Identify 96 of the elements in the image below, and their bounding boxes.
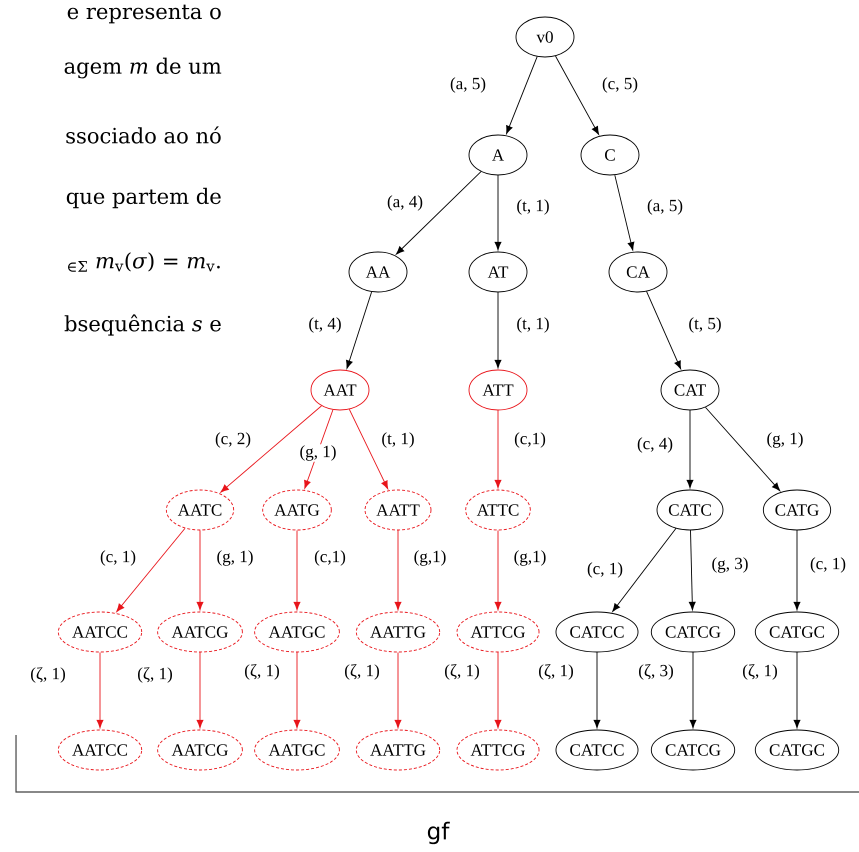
ellipse-node: CATG — [762, 490, 832, 530]
ellipse-node: CATC — [656, 490, 724, 530]
edge-label: (g, 3) — [710, 556, 750, 574]
ellipse-node: CA — [608, 252, 668, 292]
arrow — [494, 292, 502, 368]
arrow — [646, 291, 682, 370]
arrow — [394, 530, 402, 610]
edge-label: (g, 1) — [298, 444, 338, 462]
paragraph-text: que partem de — [66, 188, 221, 208]
ellipse-node: AATTG — [356, 612, 440, 652]
axis-label: gf — [428, 822, 450, 844]
edge-label: (g,1) — [512, 549, 548, 567]
ellipse-node: ATTC — [465, 490, 531, 530]
arrow — [294, 530, 300, 610]
edge-label: (c, 1) — [809, 556, 848, 574]
arrow — [794, 530, 800, 610]
arrow — [690, 652, 696, 728]
paragraph-text: $_{∈Σ}$ m$_{v}$(σ) = m$_{v}$. — [68, 252, 220, 272]
edge-label: (g, 1) — [766, 431, 804, 449]
arrow — [494, 530, 502, 610]
edge-label: (ζ, 1) — [443, 663, 481, 681]
arrow — [220, 405, 322, 492]
ellipse-node: AATG — [262, 490, 332, 530]
edge-label: (ζ, 1) — [741, 663, 779, 681]
edge-label: (a, 5) — [449, 76, 488, 94]
paragraph-text: e representa o — [68, 4, 221, 24]
arrow — [555, 56, 600, 135]
arrow — [794, 652, 800, 728]
arrow — [396, 171, 482, 255]
ellipse-node: AATCG — [157, 612, 243, 652]
ellipse-node: ATTCG — [456, 612, 540, 652]
edge-label: (c, 1) — [586, 561, 624, 579]
edge-label: (ζ, 1) — [136, 666, 174, 684]
arrow — [196, 652, 204, 728]
arrow — [494, 652, 502, 728]
edge-label: (t, 1) — [380, 431, 416, 449]
edge-label: (ζ, 3) — [637, 663, 675, 681]
ellipse-node: CATGC — [754, 612, 840, 652]
edge-label: (g,1) — [412, 549, 448, 567]
edge-label: (t, 1) — [515, 198, 551, 216]
edge-label: (c,1) — [513, 431, 547, 449]
ellipse-node: C — [580, 134, 640, 176]
edge-label: (ζ, 1) — [29, 666, 67, 684]
edge-label: (t, 4) — [307, 316, 343, 334]
ellipse-node: CATCC — [556, 730, 638, 770]
ellipse-node: AATC — [166, 490, 234, 530]
edge-label: (ζ, 1) — [537, 663, 575, 681]
ellipse-node: v0 — [516, 16, 574, 58]
ellipse-node: CATCG — [650, 730, 736, 770]
ellipse-node: A — [468, 134, 528, 176]
edge-label: (ζ, 1) — [243, 663, 281, 681]
edge-label: (c, 1) — [99, 549, 138, 567]
edge-label: (c, 5) — [601, 76, 640, 94]
edge-label: (c, 2) — [214, 431, 252, 449]
ellipse-node: CATCC — [556, 612, 638, 652]
ellipse-node: AATCG — [157, 730, 243, 770]
ellipse-node: AATT — [364, 490, 432, 530]
ellipse-node: AA — [348, 252, 408, 292]
edge-label: (a, 4) — [386, 194, 424, 212]
arrow — [294, 652, 300, 728]
arrow — [96, 652, 104, 728]
ellipse-node: AATCC — [58, 730, 142, 770]
ellipse-node: CATGC — [754, 730, 840, 770]
edge-label: (c,1) — [313, 549, 347, 567]
arrow — [614, 174, 634, 250]
arrow — [594, 652, 600, 728]
ellipse-node: ATT — [468, 370, 528, 410]
arrow — [346, 292, 372, 369]
edge-label: (c, 4) — [636, 436, 674, 454]
arrow — [348, 408, 388, 490]
arrow — [688, 530, 696, 610]
arrow — [686, 410, 694, 488]
ellipse-node: AAT — [310, 370, 370, 410]
edge-label: (ζ, 1) — [343, 663, 381, 681]
edge-label: (g, 1) — [216, 549, 254, 567]
ellipse-node: AATGC — [254, 612, 340, 652]
ellipse-node: CATCG — [650, 612, 736, 652]
arrow — [116, 528, 186, 612]
ellipse-node: ATTCG — [456, 730, 540, 770]
arrow — [506, 56, 538, 134]
ellipse-node: AATCC — [58, 612, 142, 652]
paragraph-text: ssociado ao nó — [66, 126, 221, 144]
arrow — [494, 410, 502, 488]
edge-label: (t, 1) — [515, 316, 551, 334]
arrow — [196, 530, 204, 610]
arrow — [394, 652, 402, 728]
ellipse-node: AT — [468, 252, 528, 292]
arrow — [612, 528, 676, 612]
ellipse-node: CAT — [660, 370, 720, 410]
arrow — [494, 175, 502, 250]
edge-label: (a, 5) — [646, 198, 684, 216]
arrow — [705, 406, 780, 492]
ellipse-node: AATGC — [254, 730, 340, 770]
edge-label: (t, 5) — [687, 316, 723, 334]
ellipse-node: AATTG — [356, 730, 440, 770]
paragraph-text: agem m de um — [64, 58, 222, 78]
